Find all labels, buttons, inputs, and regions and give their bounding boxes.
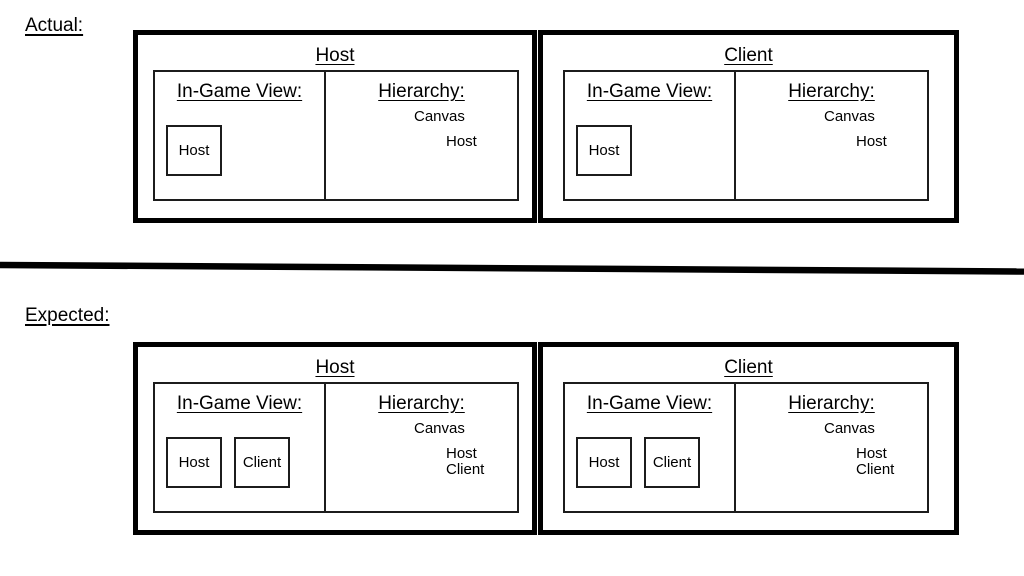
- in-game-view-heading: In-Game View:: [586, 81, 713, 102]
- hierarchy-node: Host: [856, 133, 887, 150]
- hierarchy-node: Canvas: [824, 420, 875, 437]
- panel-title: Host: [315, 45, 355, 66]
- game-object-box: Client: [644, 437, 700, 488]
- hierarchy-node: Client: [856, 461, 895, 478]
- expected-client-panel: Client In-Game View: Host Client Hierarc…: [538, 342, 959, 535]
- hierarchy-node: Host: [856, 445, 887, 462]
- in-game-view-panel: In-Game View: Host Client: [155, 384, 326, 511]
- game-object-box: Host: [576, 125, 632, 176]
- panel-title: Client: [724, 45, 773, 66]
- hierarchy-node: Client: [446, 461, 485, 478]
- in-game-view-heading: In-Game View:: [176, 393, 303, 414]
- game-objects: Host: [576, 125, 632, 176]
- hierarchy-panel: Hierarchy: Canvas Host: [736, 72, 927, 199]
- game-object-label: Host: [178, 142, 210, 159]
- in-game-view-panel: In-Game View: Host: [565, 72, 736, 199]
- in-game-view-heading: In-Game View:: [176, 81, 303, 102]
- game-object-label: Host: [588, 454, 620, 471]
- hierarchy-panel: Hierarchy: Canvas Host Client: [326, 384, 517, 511]
- hierarchy-heading: Hierarchy:: [788, 393, 875, 414]
- game-object-box: Host: [166, 125, 222, 176]
- hierarchy-lines: Canvas Host: [326, 109, 517, 150]
- game-object-label: Host: [588, 142, 620, 159]
- panel-body: In-Game View: Host Hierarchy: Canvas Hos…: [153, 70, 519, 201]
- panel-title: Client: [724, 357, 773, 378]
- hierarchy-lines: Canvas Host: [736, 109, 927, 150]
- game-objects: Host Client: [576, 437, 700, 488]
- expected-host-panel: Host In-Game View: Host Client Hierarchy…: [133, 342, 537, 535]
- panel-title: Host: [315, 357, 355, 378]
- hierarchy-node: Host: [446, 445, 477, 462]
- hierarchy-heading: Hierarchy:: [378, 393, 465, 414]
- panel-body: In-Game View: Host Client Hierarchy: Can…: [563, 382, 929, 513]
- actual-host-panel: Host In-Game View: Host Hierarchy: Canva…: [133, 30, 537, 223]
- hierarchy-panel: Hierarchy: Canvas Host: [326, 72, 517, 199]
- game-objects: Host Client: [166, 437, 290, 488]
- game-object-label: Client: [652, 454, 692, 471]
- game-object-label: Host: [178, 454, 210, 471]
- game-objects: Host: [166, 125, 222, 176]
- in-game-view-heading: In-Game View:: [586, 393, 713, 414]
- panel-body: In-Game View: Host Client Hierarchy: Can…: [153, 382, 519, 513]
- section-label-expected: Expected:: [25, 305, 110, 326]
- hierarchy-lines: Canvas Host Client: [736, 421, 927, 478]
- in-game-view-panel: In-Game View: Host Client: [565, 384, 736, 511]
- hierarchy-heading: Hierarchy:: [788, 81, 875, 102]
- in-game-view-panel: In-Game View: Host: [155, 72, 326, 199]
- game-object-label: Client: [242, 454, 282, 471]
- actual-client-panel: Client In-Game View: Host Hierarchy: Can…: [538, 30, 959, 223]
- game-object-box: Client: [234, 437, 290, 488]
- game-object-box: Host: [576, 437, 632, 488]
- hierarchy-lines: Canvas Host Client: [326, 421, 517, 478]
- hierarchy-heading: Hierarchy:: [378, 81, 465, 102]
- panel-body: In-Game View: Host Hierarchy: Canvas Hos…: [563, 70, 929, 201]
- game-object-box: Host: [166, 437, 222, 488]
- hierarchy-node: Host: [446, 133, 477, 150]
- hierarchy-node: Canvas: [824, 108, 875, 125]
- section-label-actual: Actual:: [25, 15, 84, 36]
- hierarchy-node: Canvas: [414, 420, 465, 437]
- hierarchy-panel: Hierarchy: Canvas Host Client: [736, 384, 927, 511]
- hierarchy-node: Canvas: [414, 108, 465, 125]
